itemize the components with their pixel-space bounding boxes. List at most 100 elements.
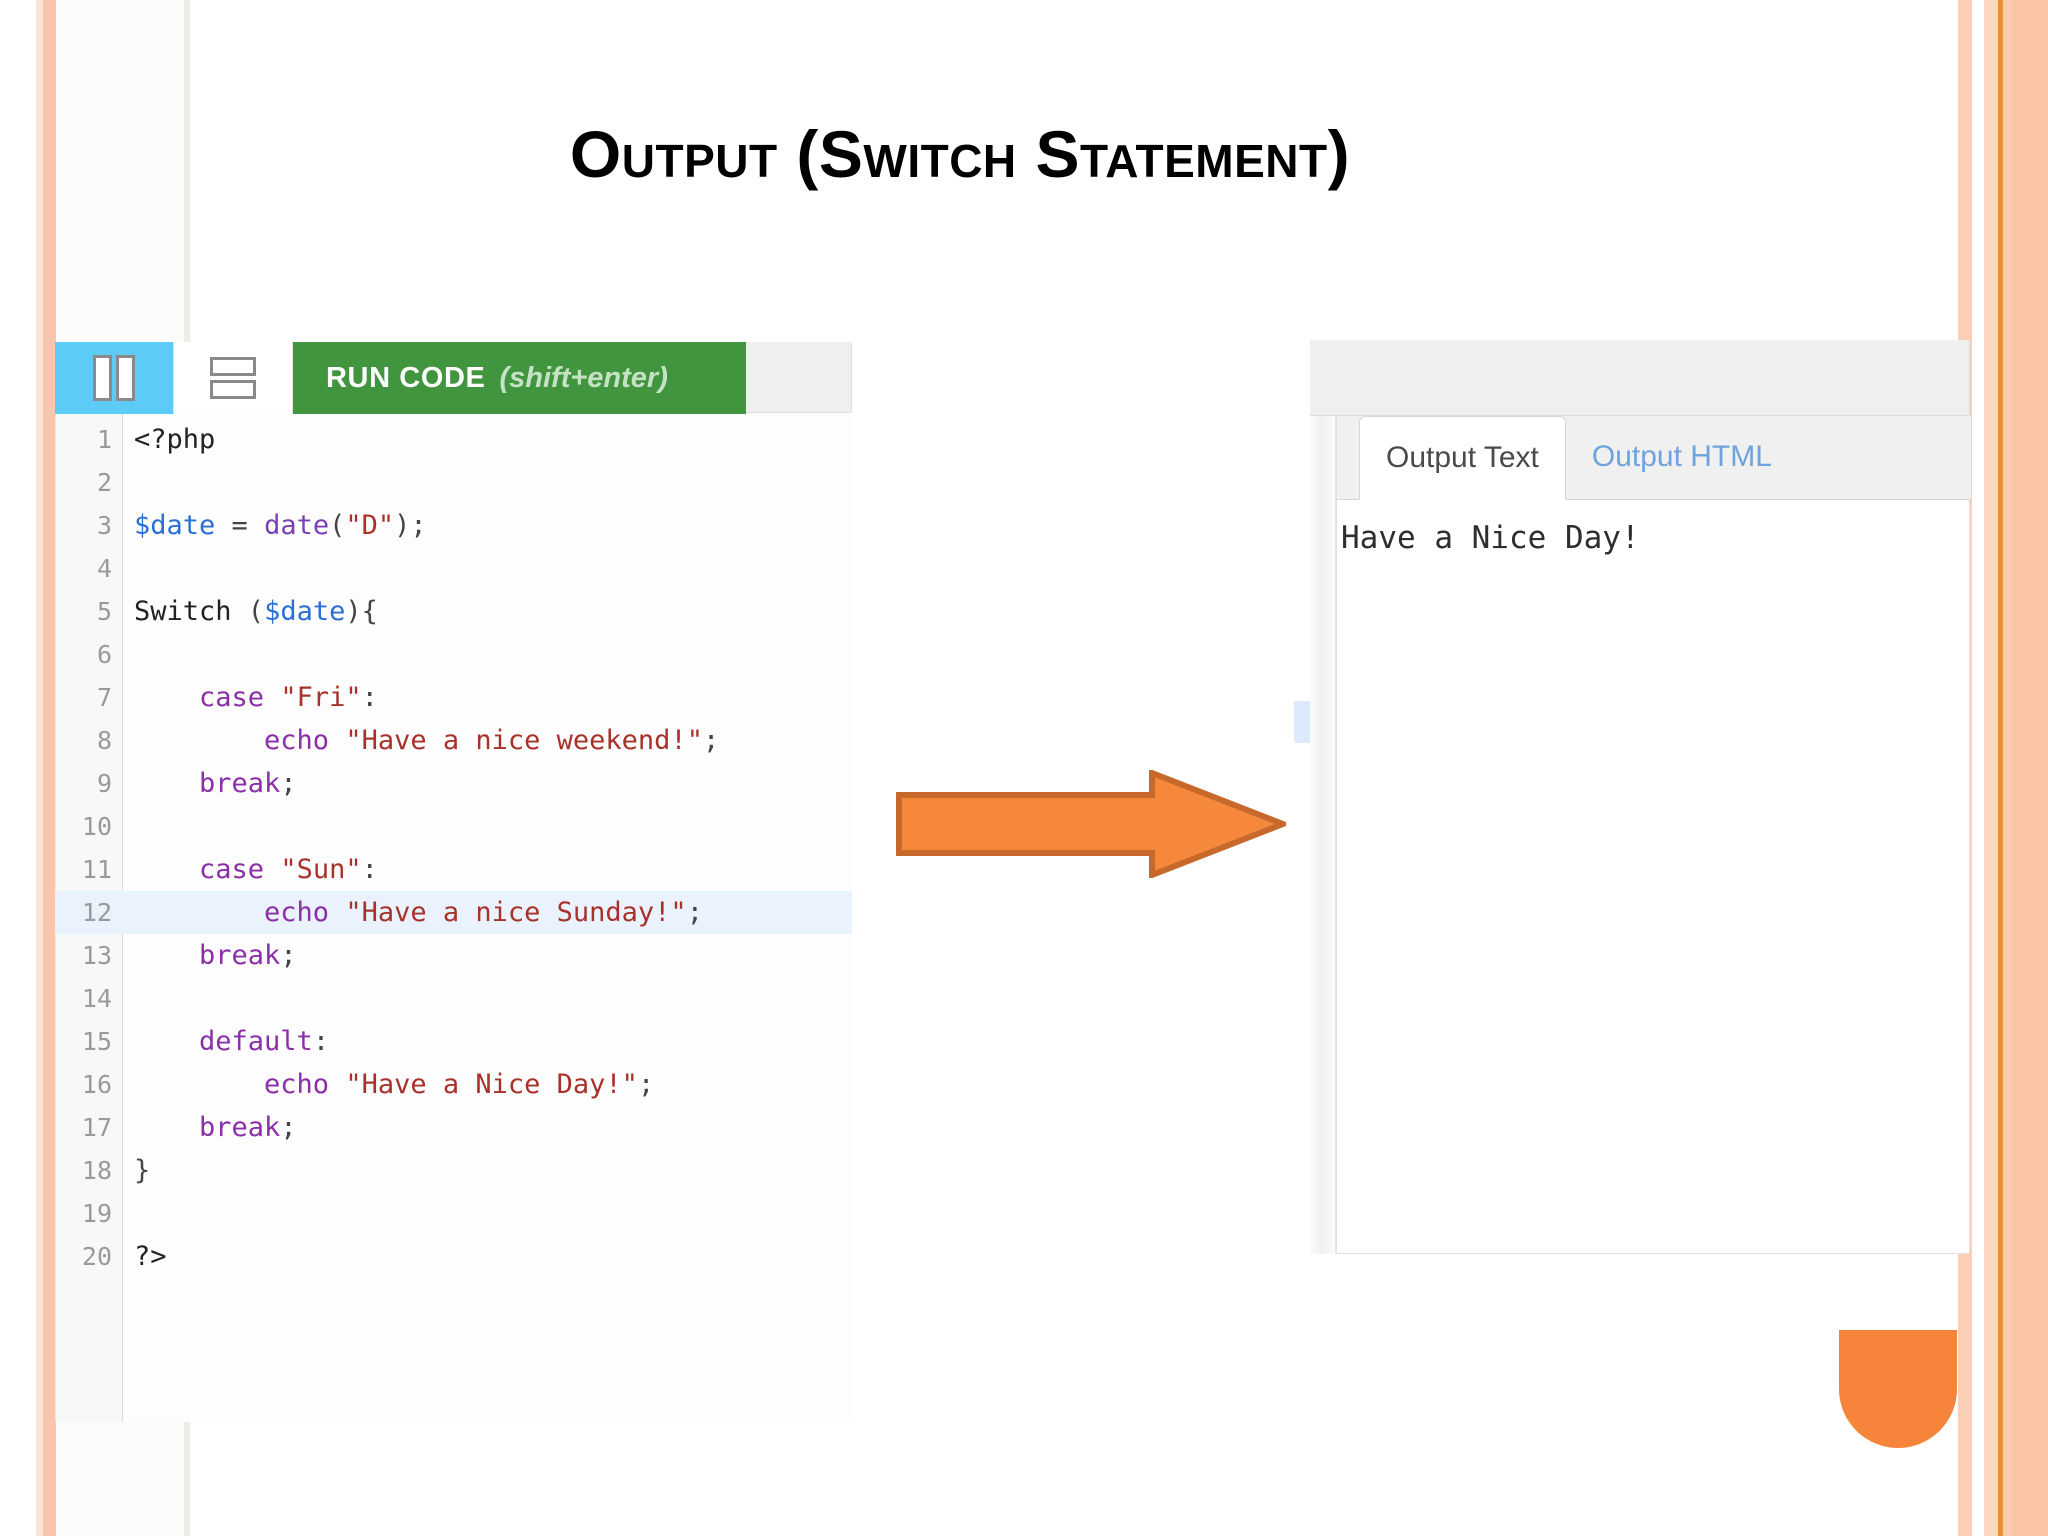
code-token: echo xyxy=(134,725,346,756)
code-token: date xyxy=(264,510,330,541)
code-token: case xyxy=(134,854,281,885)
code-line[interactable]: 12 echo "Have a nice Sunday!"; xyxy=(55,891,852,934)
code-line[interactable]: 18} xyxy=(55,1149,852,1192)
code-token: ; xyxy=(280,1112,297,1143)
line-content: default: xyxy=(124,1020,329,1063)
line-number: 5 xyxy=(96,597,112,626)
line-content: echo "Have a nice weekend!"; xyxy=(124,719,719,762)
code-token: break xyxy=(134,940,281,971)
line-number: 6 xyxy=(96,640,112,669)
code-line[interactable]: 17 break; xyxy=(55,1106,852,1149)
line-content: break; xyxy=(124,1106,297,1149)
line-content: $date = date("D"); xyxy=(124,504,427,547)
line-number: 10 xyxy=(81,812,112,841)
code-line[interactable]: 15 default: xyxy=(55,1020,852,1063)
code-line[interactable]: 7 case "Fri": xyxy=(55,676,852,719)
line-content: break; xyxy=(124,762,297,805)
code-line[interactable]: 8 echo "Have a nice weekend!"; xyxy=(55,719,852,762)
orange-semicircle-decoration xyxy=(1839,1330,1957,1448)
code-line[interactable]: 9 break; xyxy=(55,762,852,805)
line-number: 2 xyxy=(96,468,112,497)
code-token: echo xyxy=(134,1069,346,1100)
line-content: break; xyxy=(124,934,297,977)
line-content: <?php xyxy=(124,418,215,461)
orange-right-arrow-icon xyxy=(896,768,1292,880)
line-content: case "Sun": xyxy=(124,848,378,891)
splitter-handle[interactable] xyxy=(1294,701,1310,743)
code-line[interactable]: 3 $date = date("D"); xyxy=(55,504,852,547)
code-line[interactable]: 6 xyxy=(55,633,852,676)
output-panel: Output Text Output HTML Have a Nice Day! xyxy=(1294,340,1971,1330)
run-code-label: RUN CODE xyxy=(326,361,486,394)
line-number: 18 xyxy=(81,1156,112,1185)
code-token: ); xyxy=(394,510,427,541)
code-line[interactable]: 1 <?php xyxy=(55,418,852,461)
vertical-split-icon xyxy=(93,355,135,401)
line-number: 17 xyxy=(81,1113,112,1142)
line-number: 20 xyxy=(81,1242,112,1271)
output-tabs: Output Text Output HTML xyxy=(1337,416,1971,500)
line-number: 19 xyxy=(81,1199,112,1228)
code-lines[interactable]: 1 <?php 2 3 $date = date("D");4 5 Switch ($dat… xyxy=(55,418,852,1278)
editor-toolbar: RUN CODE (shift+enter) xyxy=(55,342,852,414)
code-line[interactable]: 19 xyxy=(55,1192,852,1235)
line-number: 16 xyxy=(81,1070,112,1099)
code-area[interactable]: 1 <?php 2 3 $date = date("D");4 5 Switch ($dat… xyxy=(55,414,852,1422)
code-line[interactable]: 13 break; xyxy=(55,934,852,977)
line-number: 8 xyxy=(96,726,112,755)
line-content: case "Fri": xyxy=(124,676,378,719)
code-token: } xyxy=(134,1155,151,1186)
code-token: ){ xyxy=(345,596,378,627)
code-line[interactable]: 20 ?> xyxy=(55,1235,852,1278)
run-code-button[interactable]: RUN CODE (shift+enter) xyxy=(293,342,746,414)
code-line[interactable]: 2 xyxy=(55,461,852,504)
code-token: ; xyxy=(702,725,720,756)
horizontal-split-icon xyxy=(210,357,256,399)
code-token: ; xyxy=(280,768,297,799)
code-token: : xyxy=(361,682,378,713)
code-line[interactable]: 4 xyxy=(55,547,852,590)
output-body: Output Text Output HTML Have a Nice Day! xyxy=(1336,416,1971,1254)
tab-output-text[interactable]: Output Text xyxy=(1359,416,1566,500)
code-token: echo xyxy=(134,897,346,928)
code-token: : xyxy=(361,854,378,885)
code-line[interactable]: 10 xyxy=(55,805,852,848)
line-content: Switch ($date){ xyxy=(124,590,378,633)
vertical-split-button[interactable] xyxy=(55,342,174,414)
line-number: 3 xyxy=(96,511,112,540)
line-content: echo "Have a nice Sunday!"; xyxy=(124,891,703,934)
line-content: echo "Have a Nice Day!"; xyxy=(124,1063,654,1106)
code-token: ; xyxy=(686,897,703,928)
line-number: 1 xyxy=(96,425,112,454)
code-token: ( xyxy=(247,596,265,627)
panel-splitter[interactable] xyxy=(1294,416,1336,1254)
code-editor-panel: RUN CODE (shift+enter) 1 <?php 2 3 $date = d… xyxy=(55,342,852,1422)
code-token: "D" xyxy=(345,510,395,541)
code-token: ; xyxy=(637,1069,655,1100)
code-token: Switch xyxy=(134,596,248,627)
toolbar-filler xyxy=(746,342,852,413)
code-token: $date xyxy=(264,596,346,627)
orange-right-arrow xyxy=(896,768,1292,880)
code-token: : xyxy=(312,1026,330,1057)
horizontal-split-button[interactable] xyxy=(174,342,293,414)
output-text-content: Have a Nice Day! xyxy=(1341,520,1640,556)
code-token: break xyxy=(134,1112,281,1143)
page-title: Output (Switch Statement) xyxy=(569,117,1351,191)
code-line[interactable]: 14 xyxy=(55,977,852,1020)
line-number: 9 xyxy=(96,769,112,798)
code-token: ?> xyxy=(134,1241,167,1272)
code-line[interactable]: 11 case "Sun": xyxy=(55,848,852,891)
code-token: "Sun" xyxy=(280,854,362,885)
code-token: "Have a Nice Day!" xyxy=(345,1069,638,1100)
code-token: "Fri" xyxy=(280,682,362,713)
code-line[interactable]: 16 echo "Have a Nice Day!"; xyxy=(55,1063,852,1106)
code-line[interactable]: 5 Switch ($date){ xyxy=(55,590,852,633)
code-token: ; xyxy=(280,940,297,971)
code-token: <?php xyxy=(134,424,216,455)
line-number: 12 xyxy=(81,898,112,927)
output-panel-header xyxy=(1310,340,1970,416)
code-token: default xyxy=(134,1026,313,1057)
tab-output-html[interactable]: Output HTML xyxy=(1591,440,1772,473)
line-number: 13 xyxy=(81,941,112,970)
